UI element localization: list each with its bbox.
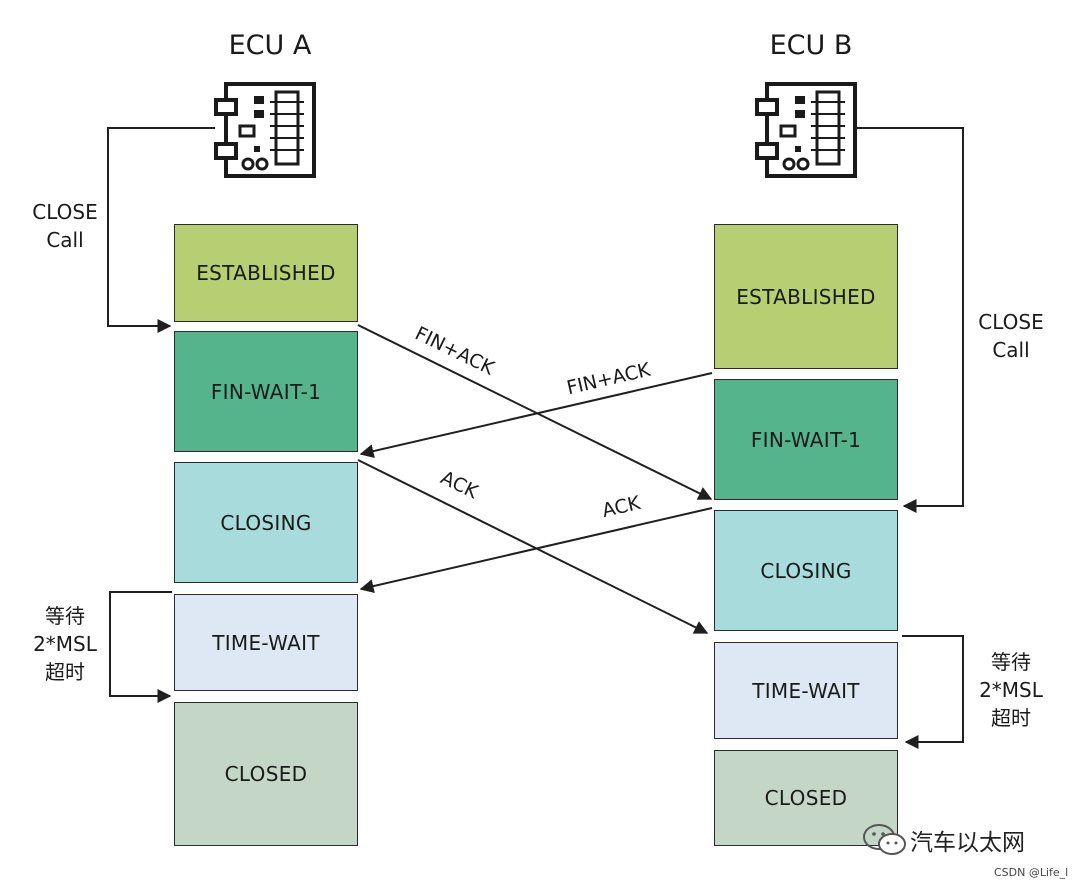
close-call-label-b: CLOSE Call (978, 310, 1044, 362)
circuit-board-icon (755, 82, 857, 178)
close-call-arrow-b (856, 127, 964, 513)
state-closing-a: CLOSING (174, 462, 358, 583)
msg-line-b-to-a-ack (359, 507, 713, 593)
state-established-b: ESTABLISHED (714, 224, 898, 369)
close-call-arrow-a (107, 127, 215, 333)
state-time-wait-b: TIME-WAIT (714, 642, 898, 739)
state-closed-a: CLOSED (174, 702, 358, 846)
ecu-a-title: ECU A (228, 30, 312, 61)
state-time-wait-a: TIME-WAIT (174, 594, 358, 691)
wait-label-b: 等待 2*MSL 超时 (979, 650, 1043, 730)
close-call-label-a: CLOSE Call (32, 200, 98, 252)
state-fin-wait-1-b: FIN-WAIT-1 (714, 379, 898, 500)
watermark-text: 汽车以太网 (910, 830, 1025, 856)
circuit-board-icon (214, 82, 316, 178)
wait-label-a: 等待 2*MSL 超时 (33, 604, 97, 684)
wait-bracket-b (902, 635, 964, 749)
wait-bracket-a (109, 591, 172, 703)
state-fin-wait-1-a: FIN-WAIT-1 (174, 331, 358, 452)
msg-line-a-to-b-ack (357, 459, 709, 634)
wechat-icon (863, 824, 906, 855)
source-tag: CSDN @Life_l (994, 866, 1069, 879)
ecu-b-title: ECU B (769, 30, 853, 61)
msg-line-b-to-a-fin (359, 372, 713, 458)
state-closing-b: CLOSING (714, 510, 898, 631)
state-established-a: ESTABLISHED (174, 224, 358, 322)
msg-line-a-to-b-fin (357, 324, 713, 500)
